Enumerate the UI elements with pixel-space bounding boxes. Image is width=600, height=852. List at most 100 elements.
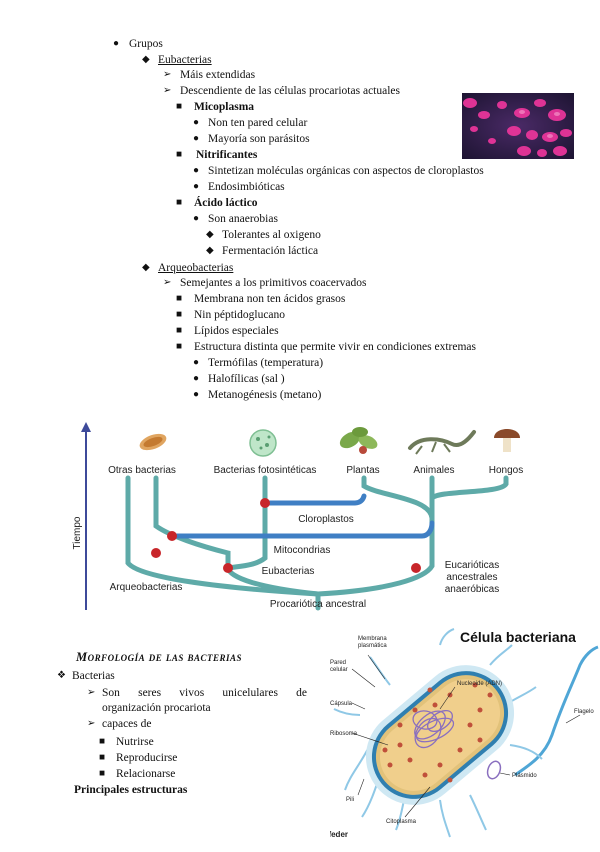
item-arqueobacterias: Arqueobacterias bbox=[158, 262, 234, 274]
item-son-anaerobias: Son anaerobias bbox=[208, 213, 278, 225]
son-seres-line-1: Son seres vivos unicelulares de bbox=[102, 687, 307, 699]
label-membrana-2: plasmática bbox=[358, 643, 387, 649]
bullet-square: ■ bbox=[176, 293, 183, 304]
item-mayoria: Mayoría son parásitos bbox=[208, 133, 310, 145]
node-eucarioticas bbox=[411, 563, 421, 573]
bacteria-icon bbox=[139, 433, 167, 451]
organelle-lines bbox=[169, 493, 435, 539]
bullet-square: ■ bbox=[99, 768, 106, 779]
micoplasma-micrograph bbox=[462, 93, 574, 159]
bullet-diamond-outline: ❖ bbox=[57, 670, 66, 681]
item-nitrificantes: Nitrificantes bbox=[196, 149, 258, 161]
branch-nodes bbox=[151, 498, 421, 573]
bullet-arrow: ➢ bbox=[163, 277, 172, 288]
ribosoma-dots bbox=[382, 682, 493, 783]
bullet-arrow: ➢ bbox=[87, 687, 96, 698]
label-procariotica-ancestral: Procariótica ancestral bbox=[270, 599, 366, 610]
label-tiempo: Tiempo bbox=[72, 516, 83, 549]
node-cloroplastos bbox=[260, 498, 270, 508]
label-capsula: Cápsula bbox=[330, 701, 353, 707]
time-axis-arrow bbox=[81, 422, 91, 432]
item-descendiente: Descendiente de las células procariotas … bbox=[180, 85, 400, 97]
item-tolerantes: Tolerantes al oxigeno bbox=[222, 229, 321, 241]
label-membrana-1: Membrana bbox=[358, 636, 387, 642]
label-eucarioticas-1: Eucarióticas bbox=[445, 560, 499, 571]
bullet-square: ■ bbox=[176, 149, 183, 160]
section-heading: Morfología de las bacterias bbox=[76, 650, 243, 664]
item-estructura: Estructura distinta que permite vivir en… bbox=[194, 341, 476, 353]
bullet-arrow: ➢ bbox=[87, 718, 96, 729]
bullet-dot: ● bbox=[193, 117, 200, 128]
node-mitocondrias bbox=[167, 531, 177, 541]
label-pili: Pili bbox=[346, 797, 354, 803]
bullet-square: ■ bbox=[176, 325, 183, 336]
item-mais-extendidas: Máis extendidas bbox=[180, 69, 256, 81]
label-nucleoide: Nucleoide (ADN) bbox=[457, 681, 502, 687]
label-cloroplastos: Cloroplastos bbox=[298, 514, 354, 525]
bullet-diamond: ◆ bbox=[206, 245, 214, 256]
fungus-icon bbox=[494, 429, 520, 452]
bullet-dot: ● bbox=[193, 165, 200, 176]
branch-fotosinteticas bbox=[225, 475, 268, 571]
branch-hongos bbox=[429, 475, 509, 501]
bullet-diamond: ◆ bbox=[142, 262, 150, 273]
item-fermentacion: Fermentación láctica bbox=[222, 245, 319, 257]
bullet-dot: ● bbox=[193, 389, 200, 400]
bullet-dot: ● bbox=[193, 213, 200, 224]
item-capaces: capaces de bbox=[102, 718, 152, 730]
item-relacionarse: Relacionarse bbox=[116, 768, 176, 780]
bullet-square: ■ bbox=[99, 736, 106, 747]
label-citoplasma: Citoplasma bbox=[386, 819, 417, 825]
label-arqueobacterias: Arqueobacterias bbox=[110, 582, 183, 593]
label-flagelo: Flagelo bbox=[574, 709, 594, 715]
item-lipidos: Lípidos especiales bbox=[194, 325, 279, 337]
plant-icon bbox=[339, 427, 378, 454]
label-mitocondrias: Mitocondrias bbox=[274, 545, 331, 556]
item-halofilicas: Halofílicas (sal ) bbox=[208, 373, 285, 385]
phylogenetic-tree: Tiempo Otras bacterias Bacterias fotosi bbox=[60, 418, 530, 618]
item-termofilas: Termófilas (temperatura) bbox=[208, 357, 324, 369]
label-pared-2: celular bbox=[330, 667, 348, 673]
logo-lifeder: lifeder bbox=[330, 830, 348, 839]
line-cloroplastos bbox=[262, 493, 367, 506]
item-reproducirse: Reproducirse bbox=[116, 752, 178, 764]
bullet-square: ■ bbox=[176, 101, 183, 112]
label-hongos: Hongos bbox=[489, 465, 523, 476]
item-bacterias: Bacterias bbox=[72, 670, 115, 682]
bullet-square: ■ bbox=[176, 309, 183, 320]
plasmido-shape bbox=[486, 760, 502, 780]
label-eubacterias: Eubacterias bbox=[262, 566, 315, 577]
bullet-diamond: ◆ bbox=[206, 229, 214, 240]
node-eubacterias bbox=[223, 563, 233, 573]
node-otras bbox=[151, 548, 161, 558]
item-sintetizan: Sintetizan moléculas orgánicas con aspec… bbox=[208, 165, 484, 177]
label-otras-bacterias: Otras bacterias bbox=[108, 465, 176, 476]
item-non-ten-pared: Non ten pared celular bbox=[208, 117, 308, 129]
item-nin-peptido: Nin péptidoglucano bbox=[194, 309, 286, 321]
label-pared-1: Pared bbox=[330, 660, 346, 666]
bullet-diamond: ◆ bbox=[142, 54, 150, 65]
cell-title: Célula bacteriana bbox=[460, 629, 576, 645]
label-ribosoma: Ribosoma bbox=[330, 731, 358, 737]
flagelo-shape bbox=[514, 645, 599, 777]
bullet-square: ■ bbox=[99, 752, 106, 763]
bullet-square: ■ bbox=[176, 197, 183, 208]
label-plantas: Plantas bbox=[346, 465, 379, 476]
item-principales: Principales estructuras bbox=[74, 784, 188, 796]
bullet-arrow: ➢ bbox=[163, 69, 172, 80]
bullet-dot: ● bbox=[193, 357, 200, 368]
son-seres-line-2: organización procariota bbox=[102, 702, 211, 714]
bullet-dot: ● bbox=[193, 373, 200, 384]
label-eucarioticas-2: ancestrales bbox=[446, 572, 497, 583]
item-nutrirse: Nutrirse bbox=[116, 736, 154, 748]
branch-eucarioticas bbox=[315, 475, 435, 597]
label-plasmido: Plásmido bbox=[512, 773, 537, 779]
photosynthetic-bacteria-icon bbox=[249, 429, 277, 457]
label-eucarioticas-3: anaeróbicas bbox=[445, 584, 499, 595]
item-micoplasma: Micoplasma bbox=[194, 101, 255, 113]
bullet-arrow: ➢ bbox=[163, 85, 172, 96]
item-son-seres: Son seres vivos unicelulares de bbox=[102, 686, 307, 700]
bullet-dot: ● bbox=[193, 133, 200, 144]
item-grupos: Grupos bbox=[129, 38, 163, 50]
line-mitocondrias bbox=[169, 520, 435, 539]
